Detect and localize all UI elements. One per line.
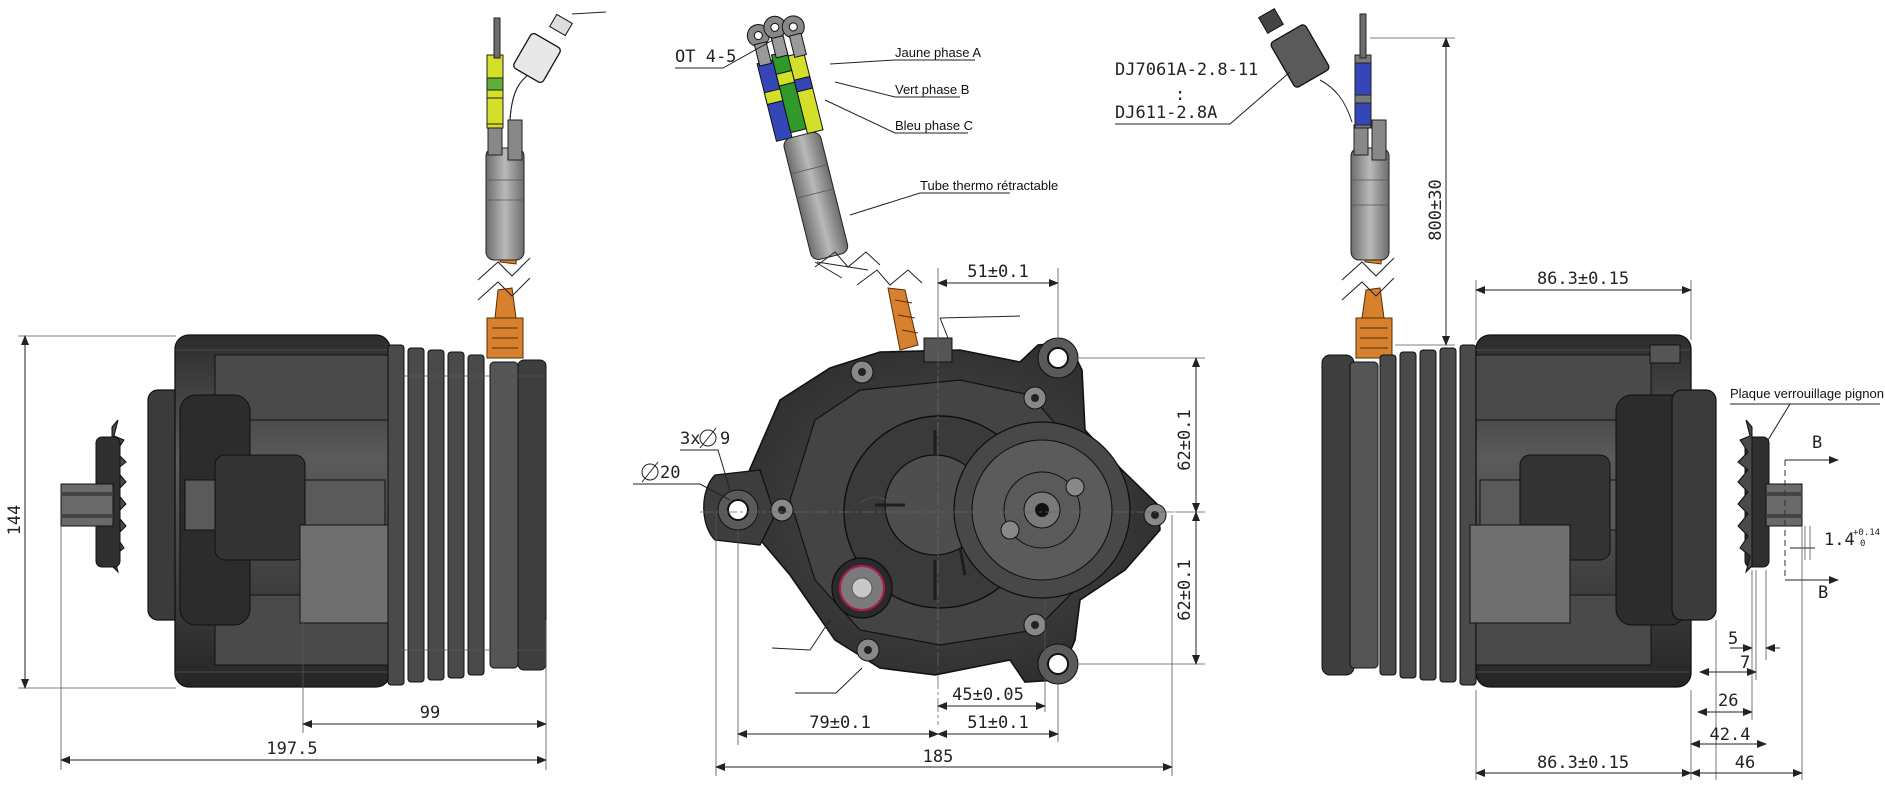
dim-42-4: 42.4 — [1710, 725, 1751, 745]
center-view: OT 4-5 Jaune phase A Vert phase B Bleu p… — [633, 15, 1205, 776]
dim-99: 99 — [420, 703, 440, 723]
left-motor-body — [147, 334, 401, 688]
dim-1-4: 1.4 — [1824, 530, 1855, 550]
dim-79: 79±0.1 — [809, 713, 870, 733]
left-cooling-fins — [387, 344, 547, 686]
center-labels: OT 4-5 Jaune phase A Vert phase B Bleu p… — [633, 39, 1058, 694]
dim-62-upper: 62±0.1 — [1175, 409, 1195, 470]
left-cable — [477, 11, 607, 359]
right-motor-body — [1321, 334, 1717, 688]
section-mark-top: B — [1812, 433, 1822, 453]
center-sight-glass — [831, 557, 893, 619]
dim-86-top: 86.3±0.15 — [1537, 269, 1629, 289]
center-gear — [953, 421, 1131, 599]
dim-800: 800±30 — [1426, 179, 1446, 240]
label-pinion-lock-plate: Plaque verrouillage pignon — [1730, 386, 1884, 401]
label-hole-count: 3x — [680, 429, 700, 449]
label-heat-shrink: Tube thermo rétractable — [920, 178, 1058, 193]
label-phase-b: Vert phase B — [895, 82, 969, 97]
left-sprocket — [60, 419, 127, 574]
dim-51-bottom: 51±0.1 — [967, 713, 1028, 733]
dim-51-top: 51±0.1 — [967, 262, 1028, 282]
dim-height-144: 144 — [5, 505, 25, 536]
left-dimensions: 144 99 197.5 — [5, 335, 547, 770]
right-sprocket — [1737, 419, 1803, 574]
center-phase-wires — [746, 15, 849, 260]
left-view: 144 99 197.5 — [5, 11, 607, 770]
right-cable — [1258, 8, 1395, 359]
tolerance-upper: +0.14 — [1853, 528, 1880, 538]
dim-86-bottom: 86.3±0.15 — [1537, 753, 1629, 773]
connector-dj7061-label: DJ7061A-2.8-11 — [1115, 60, 1258, 80]
dim-46: 46 — [1735, 753, 1755, 773]
right-labels: DJ7061A-2.8-11 : DJ611-2.8A Plaque verro… — [1115, 60, 1884, 603]
dim-62-lower: 62±0.1 — [1175, 559, 1195, 620]
center-mount-lugs — [703, 337, 1167, 685]
dim-185: 185 — [923, 747, 954, 767]
tolerance-lower: 0 — [1860, 539, 1865, 549]
dim-5: 5 — [1728, 629, 1738, 649]
center-dimensions: 51±0.1 62±0.1 62±0.1 45±0.05 79±0.1 51±0… — [715, 262, 1205, 776]
label-phase-a: Jaune phase A — [895, 45, 981, 60]
right-dimensions: 800±30 86.3±0.15 86.3±0.15 5 7 26 42.4 — [1370, 37, 1803, 780]
label-phase-c: Bleu phase C — [895, 118, 973, 133]
connector-separator: : — [1175, 85, 1185, 105]
dim-197-5: 197.5 — [266, 739, 317, 759]
connector-dj611-label: DJ611-2.8A — [1115, 103, 1217, 123]
connector-ot-label: OT 4-5 — [675, 47, 736, 67]
dim-7: 7 — [1740, 653, 1750, 673]
label-hole-dia: 9 — [720, 429, 730, 449]
dim-45: 45±0.05 — [952, 685, 1024, 705]
dim-26: 26 — [1718, 691, 1738, 711]
section-mark-bottom: B — [1818, 583, 1828, 603]
label-shaft-dia: 20 — [660, 463, 680, 483]
right-view: DJ7061A-2.8-11 : DJ611-2.8A Plaque verro… — [1115, 8, 1884, 780]
